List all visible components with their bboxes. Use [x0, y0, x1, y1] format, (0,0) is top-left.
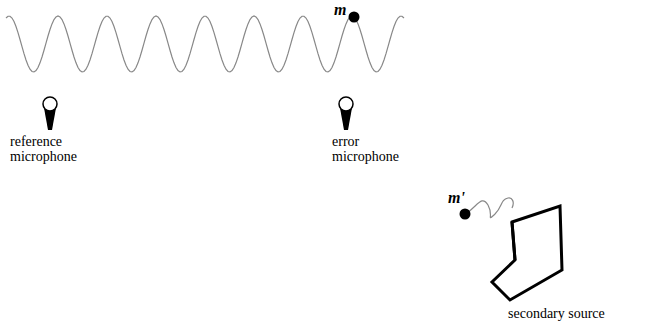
- squiggle-line: [467, 198, 513, 218]
- mass-dot: [349, 12, 360, 23]
- mass-label: m': [448, 190, 465, 206]
- loudspeaker-symbol: [492, 206, 562, 300]
- mass-label: m: [334, 2, 346, 18]
- sound-wave: [6, 16, 404, 72]
- error-microphone-icon: [339, 97, 353, 130]
- source-label: secondary source: [508, 306, 605, 321]
- mass-dot: [460, 209, 471, 220]
- reference-microphone-icon: [43, 97, 57, 130]
- microphone-label: reference microphone: [10, 134, 92, 165]
- microphone-label: error microphone: [332, 134, 414, 165]
